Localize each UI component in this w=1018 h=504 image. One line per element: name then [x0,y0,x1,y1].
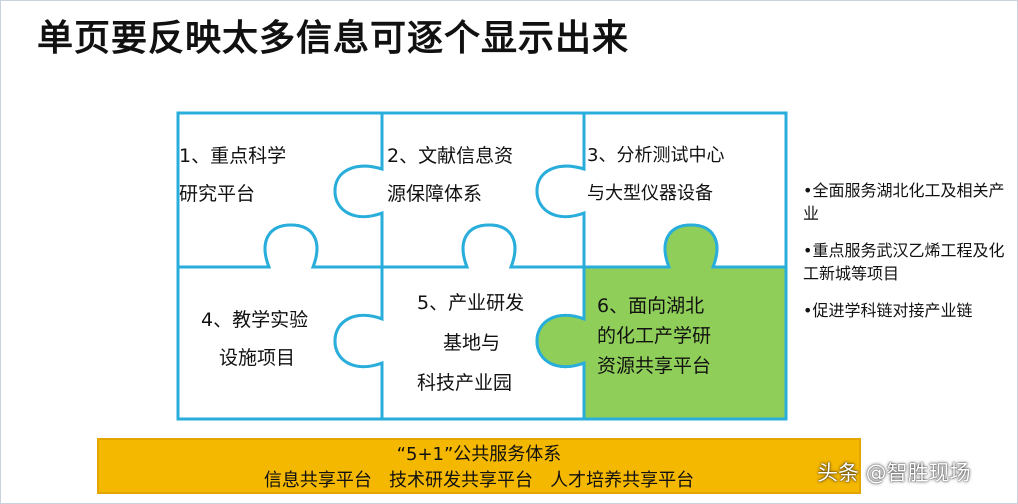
piece-5-line-2: 基地与 [443,332,501,354]
piece-6-line-2: 的化工产学研 [597,325,712,347]
bullet-item-1: •全面服务湖北化工及相关产业 [803,181,1005,223]
piece-2-line-2: 源保障体系 [387,183,483,205]
piece-3-line-2: 与大型仪器设备 [587,183,713,204]
piece-4-line-2: 设施项目 [219,347,296,369]
bullet-item-2: •重点服务武汉乙烯工程及化工新城等项目 [803,241,1005,283]
piece-6-label: 6、面向湖北 的化工产学研 资源共享平台 [597,291,711,381]
piece-5-line-3: 科技产业园 [417,372,513,394]
watermark: 头条 @智胜现场 [817,461,971,485]
piece-6-line-1: 6、面向湖北 [597,295,705,317]
slide-title: 单页要反映太多信息可逐个显示出来 [37,18,630,59]
piece-2-label: 2、文献信息资 源保障体系 [387,137,513,213]
piece-1-line-1: 1、重点科学 [179,145,287,167]
puzzle-piece-6-highlight [535,223,788,421]
bullet-item-3: •促进学科链对接产业链 [803,301,973,320]
bullet-list: •全面服务湖北化工及相关产业 •重点服务武汉乙烯工程及化工新城等项目 •促进学科… [803,179,1013,336]
piece-4-label: 4、教学实验 设施项目 [201,301,308,377]
piece-1-label: 1、重点科学 研究平台 [179,137,286,213]
piece-5-label: 5、产业研发 基地与 科技产业园 [417,283,524,403]
piece-3-label: 3、分析测试中心 与大型仪器设备 [587,137,724,213]
service-system-banner: “5+1”公共服务体系 信息共享平台 技术研发共享平台 人才培养共享平台 [97,438,861,494]
piece-2-line-1: 2、文献信息资 [387,145,514,167]
piece-5-line-1: 5、产业研发 [417,292,525,314]
piece-1-line-2: 研究平台 [179,183,256,205]
banner-line-1: “5+1”公共服务体系 [396,444,562,465]
piece-6-line-3: 资源共享平台 [597,355,712,377]
banner-line-2: 信息共享平台 技术研发共享平台 人才培养共享平台 [263,470,695,491]
piece-3-line-1: 3、分析测试中心 [587,145,725,166]
piece-4-line-1: 4、教学实验 [201,309,309,331]
